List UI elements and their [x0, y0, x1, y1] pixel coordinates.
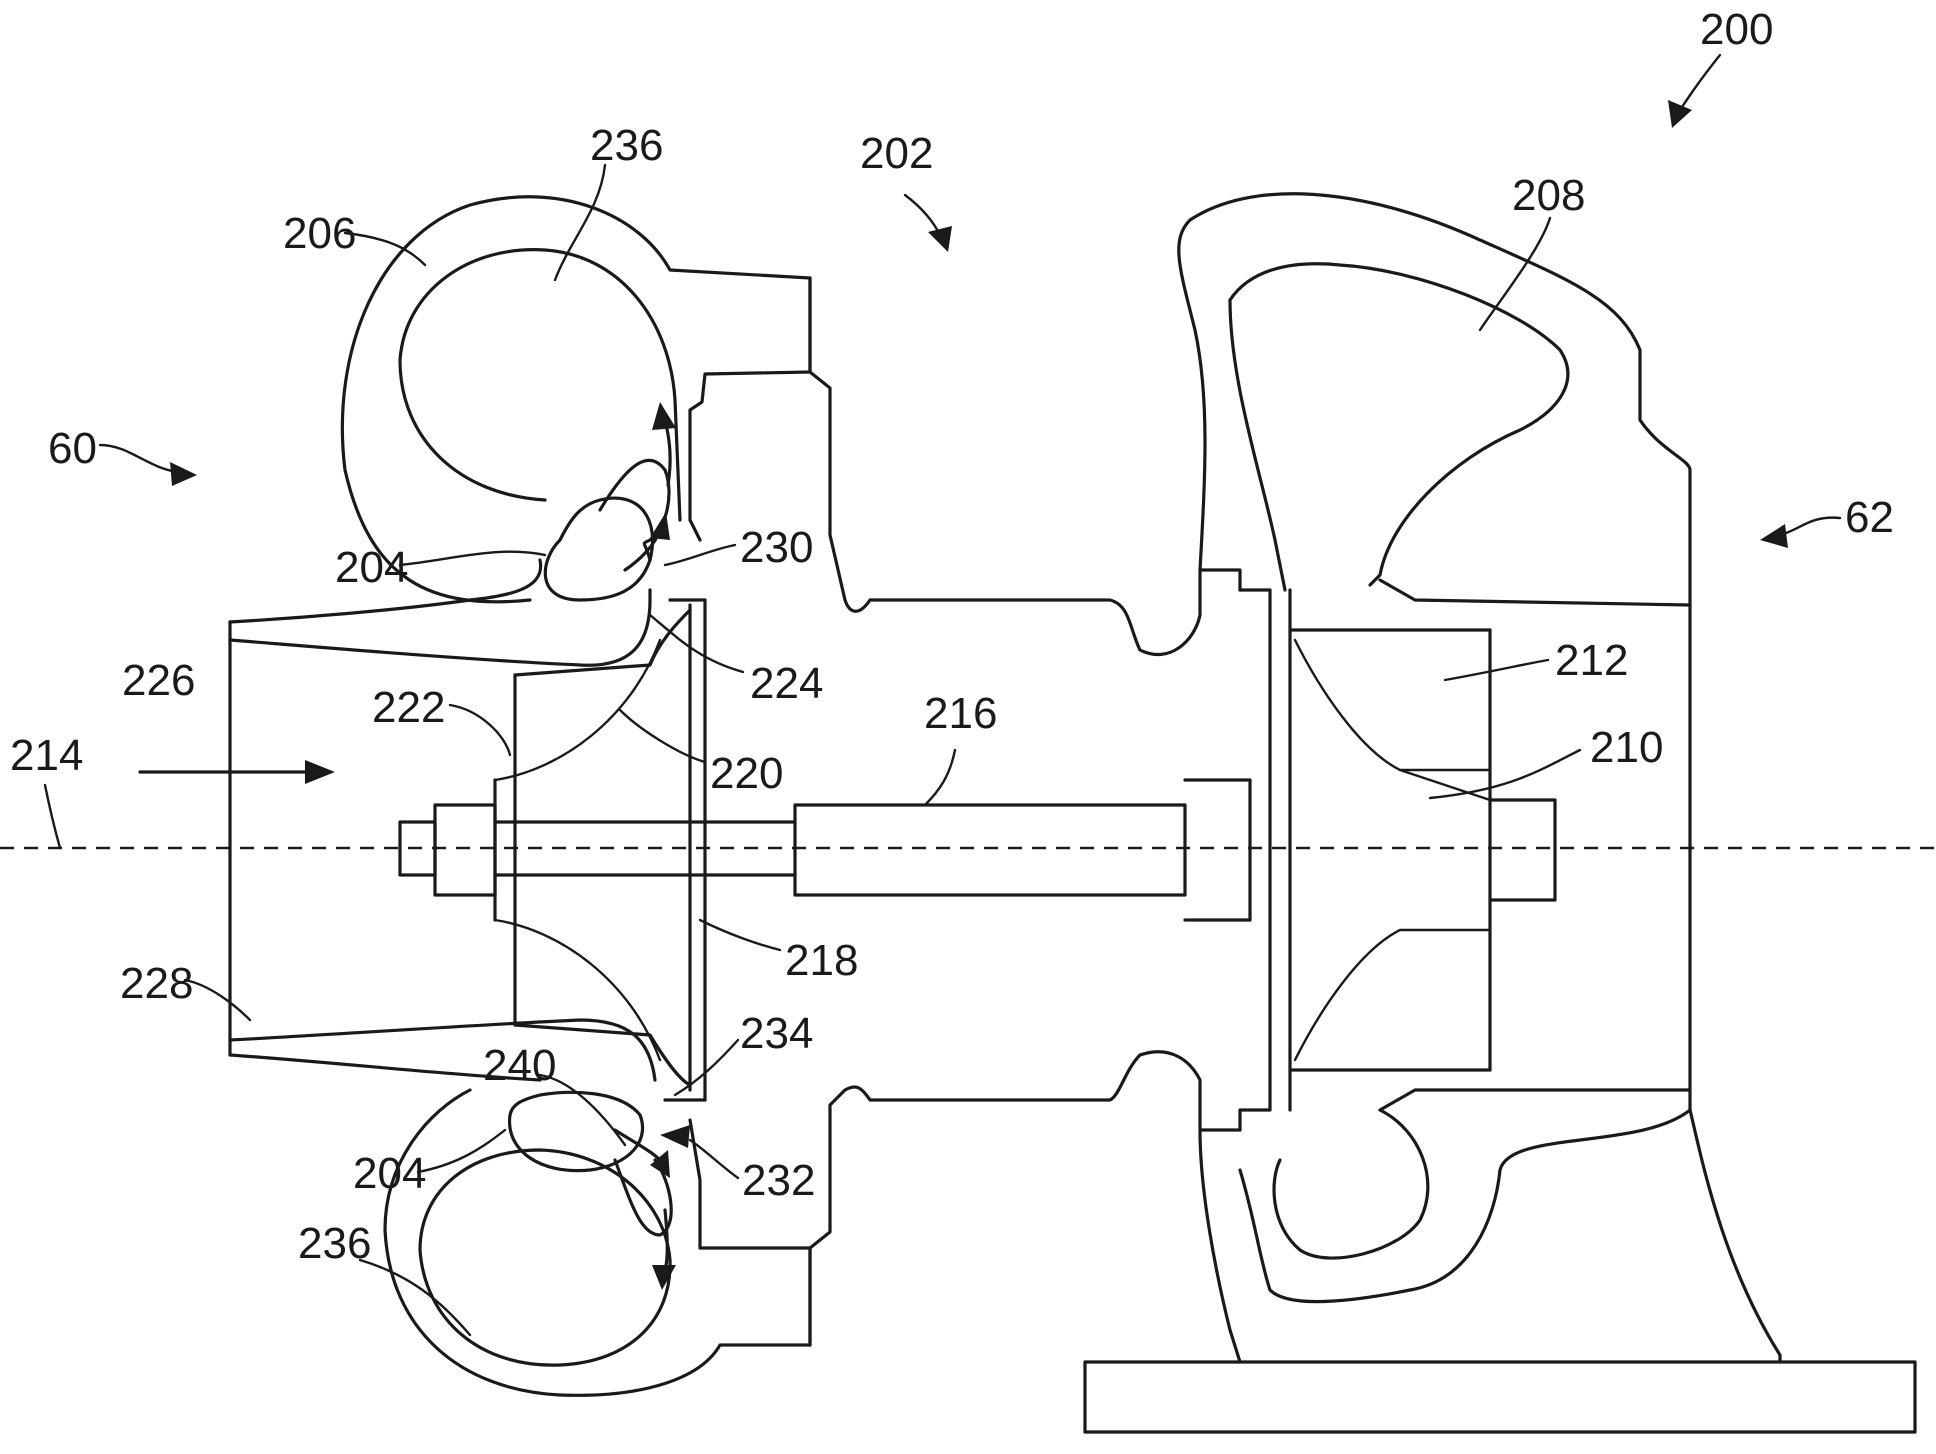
label-224: 224 [750, 659, 823, 708]
label-60: 60 [48, 424, 97, 473]
label-204-top: 204 [335, 543, 408, 592]
label-228: 228 [120, 959, 193, 1008]
turbine-housing [1177, 192, 1782, 1364]
label-232: 232 [742, 1156, 815, 1205]
diffuser-passage-bottom [507, 1090, 673, 1237]
label-220: 220 [710, 749, 783, 798]
label-234: 234 [740, 1009, 813, 1058]
label-202: 202 [860, 129, 933, 178]
label-222: 222 [372, 683, 445, 732]
label-218: 218 [785, 936, 858, 985]
leader-lines [43, 53, 1842, 1337]
label-208: 208 [1512, 171, 1585, 220]
diffuser-passage-top [543, 458, 671, 602]
label-214: 214 [10, 731, 83, 780]
label-204-bottom: 204 [353, 1149, 426, 1198]
arrow-232 [660, 1125, 690, 1148]
label-236-top: 236 [590, 121, 663, 170]
label-206: 206 [283, 209, 356, 258]
bearing-housing [808, 276, 1272, 1347]
label-210: 210 [1590, 723, 1663, 772]
compressor-housing [228, 195, 812, 1397]
flow-arrow-lower-diffuser [613, 1128, 676, 1290]
compressor-wheel [398, 598, 707, 1102]
label-226: 226 [122, 656, 195, 705]
flow-arrow-inlet [138, 760, 335, 784]
shaft [493, 803, 1187, 897]
label-200: 200 [1700, 5, 1773, 54]
flow-arrow-upper-diffuser [623, 402, 676, 572]
label-230: 230 [740, 523, 813, 572]
label-236-bottom: 236 [298, 1219, 371, 1268]
label-62: 62 [1845, 493, 1894, 542]
label-240: 240 [483, 1041, 556, 1090]
base-plate [1083, 1360, 1917, 1434]
label-212: 212 [1555, 636, 1628, 685]
label-216: 216 [924, 689, 997, 738]
